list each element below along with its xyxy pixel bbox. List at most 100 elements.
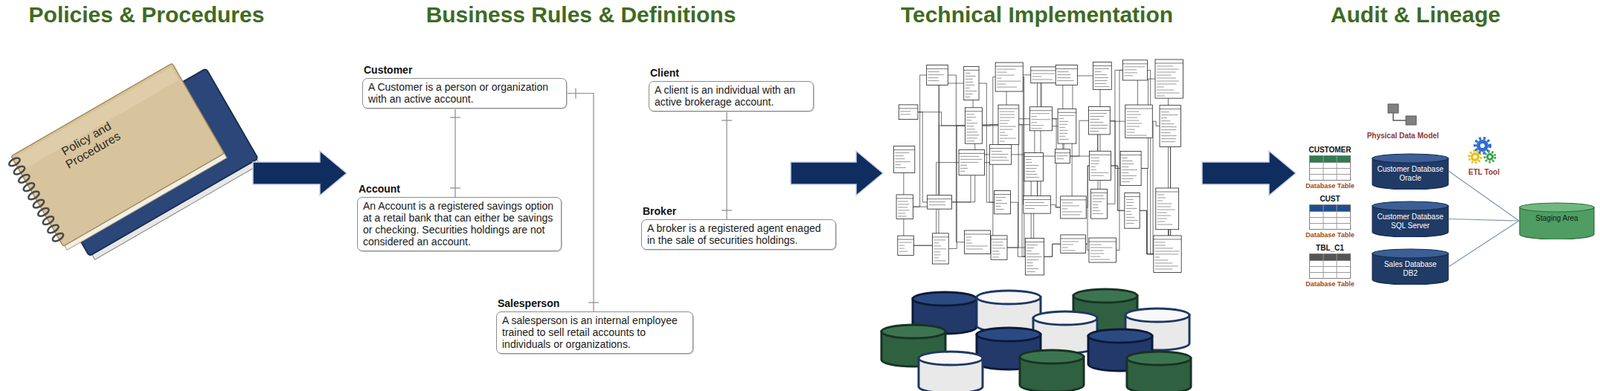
column-glyph bbox=[1121, 175, 1137, 177]
column-glyph bbox=[934, 251, 941, 253]
column-glyph bbox=[996, 206, 1002, 207]
column-glyph bbox=[991, 150, 1003, 152]
column-glyph bbox=[899, 242, 912, 244]
column-glyph bbox=[992, 250, 999, 252]
ring bbox=[26, 189, 41, 201]
table-glyph bbox=[1088, 107, 1110, 135]
column-glyph bbox=[1025, 159, 1032, 160]
table-outline bbox=[1124, 192, 1140, 229]
column-glyph bbox=[1155, 268, 1173, 270]
entity-name: Account bbox=[357, 182, 562, 198]
column-glyph bbox=[1030, 113, 1050, 114]
connector bbox=[1449, 220, 1519, 268]
relationship-line bbox=[1139, 210, 1154, 255]
icon-caption: Physical Data Model bbox=[1367, 131, 1440, 141]
column-glyph bbox=[1091, 160, 1101, 162]
column-glyph bbox=[1059, 136, 1066, 137]
column-glyph bbox=[1090, 250, 1104, 252]
gear-teeth bbox=[1484, 151, 1496, 163]
database-label: Sales Database DB2 bbox=[1376, 260, 1445, 279]
table-header-rule bbox=[995, 66, 1023, 67]
table-outline bbox=[1125, 104, 1153, 138]
column-glyph bbox=[1126, 126, 1141, 128]
column-glyph bbox=[934, 257, 940, 259]
table-outline bbox=[964, 230, 991, 254]
column-glyph bbox=[960, 165, 967, 166]
table-header-rule bbox=[990, 148, 1012, 149]
column-glyph bbox=[965, 246, 988, 247]
table-header-rule bbox=[1030, 69, 1059, 71]
table-outline bbox=[896, 194, 914, 219]
column-glyph bbox=[1090, 256, 1101, 258]
column-glyph bbox=[1156, 87, 1165, 88]
column-glyph bbox=[1156, 66, 1174, 67]
database-label: Customer Database SQL Server bbox=[1376, 212, 1445, 231]
column-glyph bbox=[1126, 120, 1140, 122]
column-glyph bbox=[1090, 259, 1110, 261]
database-cylinder bbox=[1019, 350, 1084, 391]
section-heading: Audit & Lineage bbox=[1330, 2, 1501, 29]
column-glyph bbox=[992, 244, 1004, 246]
column-glyph bbox=[992, 253, 1000, 255]
block-arrow bbox=[790, 150, 883, 196]
column-glyph bbox=[966, 125, 974, 127]
relationship-line bbox=[917, 112, 928, 203]
column-glyph bbox=[894, 164, 901, 166]
model-square bbox=[1405, 116, 1417, 125]
column-glyph bbox=[1062, 208, 1069, 210]
etl-gears-icon bbox=[1469, 138, 1496, 163]
column-glyph bbox=[965, 87, 970, 89]
entity-definition-text: A client is an individual with an active… bbox=[648, 81, 814, 112]
entity-definition: AccountAn Account is a registered saving… bbox=[357, 182, 562, 252]
column-glyph bbox=[1025, 202, 1045, 204]
table-outline bbox=[897, 235, 915, 256]
column-glyph bbox=[1025, 171, 1036, 172]
column-glyph bbox=[1025, 174, 1037, 175]
column-glyph bbox=[999, 126, 1017, 128]
table-outline bbox=[1153, 235, 1182, 273]
column-glyph bbox=[1161, 117, 1168, 119]
table-outline bbox=[994, 191, 1011, 215]
column-glyph bbox=[1156, 78, 1177, 79]
column-glyph bbox=[1092, 195, 1104, 197]
table-glyph bbox=[964, 66, 979, 100]
gear-hole bbox=[1488, 155, 1492, 159]
table-icon bbox=[1309, 155, 1351, 181]
column-glyph bbox=[960, 171, 965, 172]
column-glyph bbox=[1059, 124, 1068, 125]
database-label: Staging Area bbox=[1523, 214, 1591, 224]
database-cylinder bbox=[976, 290, 1041, 333]
table-header-rule bbox=[1089, 154, 1112, 156]
gear bbox=[1470, 152, 1480, 162]
relationship-line bbox=[1152, 121, 1154, 255]
column-glyph bbox=[1157, 215, 1171, 217]
table-glyph bbox=[1155, 188, 1179, 230]
column-glyph bbox=[1126, 205, 1133, 207]
table-header-rule bbox=[893, 149, 915, 151]
column-glyph bbox=[934, 260, 947, 262]
column-glyph bbox=[992, 247, 1006, 249]
table-frame bbox=[1309, 156, 1351, 181]
table-header-rule bbox=[964, 110, 982, 112]
table-outline bbox=[964, 107, 982, 144]
section-heading: Business Rules & Definitions bbox=[426, 2, 737, 29]
column-glyph bbox=[1089, 121, 1104, 123]
column-glyph bbox=[928, 80, 940, 82]
column-glyph bbox=[1062, 202, 1074, 204]
table-header-rule bbox=[1120, 154, 1142, 156]
table-name: CUSTOMER bbox=[1299, 145, 1361, 154]
column-glyph bbox=[1032, 78, 1053, 80]
table-outline bbox=[958, 149, 985, 175]
table-outline bbox=[995, 62, 1023, 92]
table-caption: Database Table bbox=[1299, 280, 1361, 288]
column-glyph bbox=[1161, 111, 1170, 113]
column-glyph bbox=[999, 135, 1008, 137]
column-glyph bbox=[1092, 201, 1103, 203]
column-glyph bbox=[1161, 138, 1177, 140]
column-glyph bbox=[965, 84, 976, 86]
table-outline bbox=[1060, 196, 1087, 219]
table-glyph bbox=[958, 149, 985, 175]
column-glyph bbox=[1157, 203, 1173, 205]
table-header-rule bbox=[990, 238, 1008, 240]
